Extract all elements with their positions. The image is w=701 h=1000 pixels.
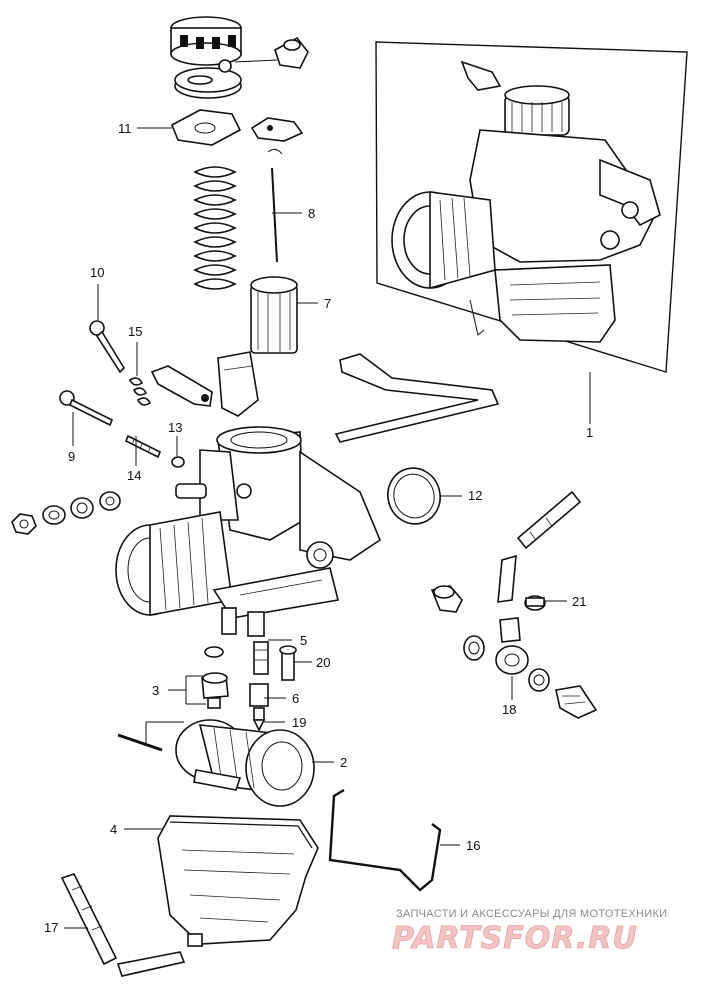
carburetor-body bbox=[115, 426, 381, 637]
callout-20: 20 bbox=[316, 655, 330, 670]
callout-19: 19 bbox=[292, 715, 306, 730]
pilot-screw-10 bbox=[89, 320, 126, 374]
drain-tube-17 bbox=[60, 873, 186, 977]
drain-screw bbox=[430, 585, 463, 613]
callout-8: 8 bbox=[308, 206, 315, 221]
callout-17: 17 bbox=[44, 920, 58, 935]
needle-clip-plate bbox=[250, 117, 304, 155]
callout-5: 5 bbox=[300, 633, 307, 648]
washer-13 bbox=[171, 456, 185, 468]
callout-13: 13 bbox=[168, 420, 182, 435]
watermark-tagline: ЗАПЧАСТИ И АКСЕССУАРЫ ДЛЯ МОТОТЕХНИКИ bbox=[396, 908, 667, 920]
callout-9: 9 bbox=[68, 449, 75, 464]
callout-12: 12 bbox=[468, 488, 482, 503]
callout-labels: 1 2 3 4 5 6 7 8 9 10 11 12 13 14 15 16 1… bbox=[44, 121, 593, 935]
choke-rod bbox=[334, 353, 500, 443]
callout-4: 4 bbox=[110, 822, 117, 837]
callout-21: 21 bbox=[572, 594, 586, 609]
slow-jet-20 bbox=[279, 645, 297, 681]
callout-15: 15 bbox=[128, 324, 142, 339]
bolt-21 bbox=[524, 595, 546, 611]
air-screw-9 bbox=[59, 390, 114, 427]
banjo-fitting bbox=[463, 617, 598, 719]
callout-6: 6 bbox=[292, 691, 299, 706]
callout-10: 10 bbox=[90, 265, 104, 280]
throttle-spring bbox=[193, 166, 237, 290]
float-pin bbox=[117, 733, 163, 752]
callout-3: 3 bbox=[152, 683, 159, 698]
callout-7: 7 bbox=[324, 296, 331, 311]
callout-14: 14 bbox=[127, 468, 141, 483]
callout-1: 1 bbox=[586, 425, 593, 440]
leader-lines bbox=[64, 127, 591, 929]
choke-valve bbox=[217, 351, 259, 417]
spring-14 bbox=[124, 434, 162, 459]
watermark: ЗАПЧАСТИ И АКСЕССУАРЫ ДЛЯ МОТОТЕХНИКИ PA… bbox=[392, 908, 667, 956]
bowl-gasket-ring bbox=[387, 467, 441, 525]
top-cover bbox=[174, 59, 242, 99]
rubber-cap bbox=[234, 36, 309, 69]
choke-arm bbox=[150, 365, 213, 407]
top-cap-ring bbox=[170, 16, 242, 66]
callout-2: 2 bbox=[340, 755, 347, 770]
jet-needle bbox=[271, 167, 278, 263]
callout-16: 16 bbox=[466, 838, 480, 853]
gasket-11 bbox=[170, 109, 242, 146]
float-bowl bbox=[157, 815, 319, 947]
overflow-pipe-16 bbox=[328, 788, 442, 892]
spring-15 bbox=[128, 377, 152, 406]
throttle-slide bbox=[250, 276, 298, 354]
nut-row bbox=[11, 491, 121, 535]
assembled-carburetor-inset bbox=[375, 41, 688, 373]
callout-11: 11 bbox=[118, 121, 132, 136]
main-jet-holder bbox=[201, 646, 229, 709]
watermark-brand: PARTSFOR.RU bbox=[392, 921, 638, 956]
overflow-tube bbox=[497, 490, 582, 603]
float bbox=[175, 719, 315, 807]
callout-18: 18 bbox=[502, 702, 516, 717]
needle-jet-stack bbox=[249, 641, 269, 732]
